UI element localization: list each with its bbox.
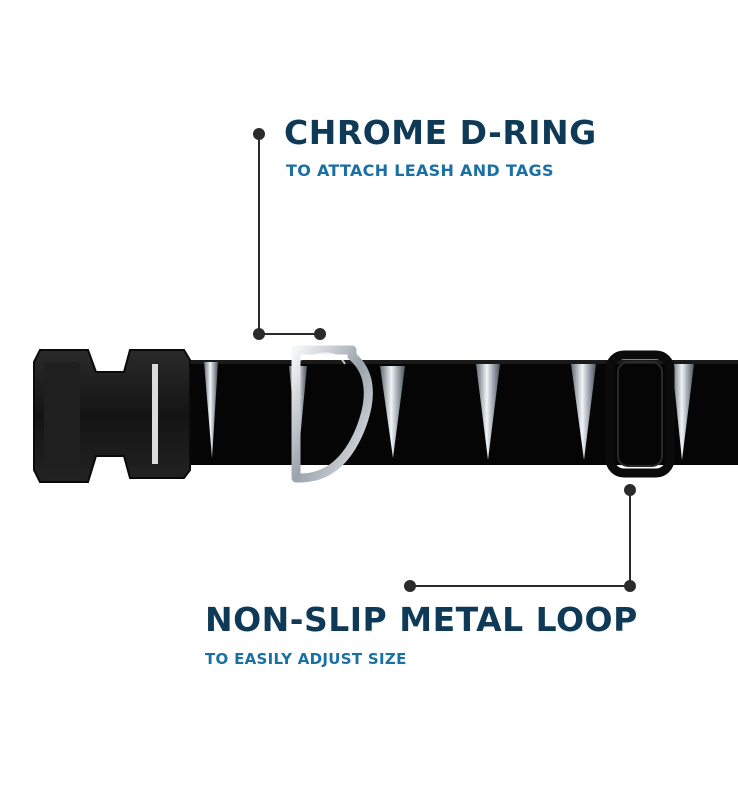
silver-spike-icon <box>204 362 218 458</box>
chrome-d-ring <box>291 345 373 483</box>
collar-strap <box>150 360 738 465</box>
d-ring-callout-subtitle: TO ATTACH LEASH AND TAGS <box>286 161 554 180</box>
side-release-buckle <box>33 349 191 483</box>
silver-spike-icon <box>476 364 500 460</box>
strap-top-edge <box>150 360 738 364</box>
d-ring-leader-line <box>253 128 326 340</box>
silver-spike-icon <box>571 364 596 460</box>
loop-leader-line <box>404 484 636 592</box>
slide-loop <box>605 350 675 478</box>
silver-spike-icon <box>380 366 405 458</box>
d-ring-callout-title: CHROME D-RING <box>284 113 597 152</box>
loop-callout-title: NON-SLIP METAL LOOP <box>205 600 638 639</box>
loop-callout-subtitle: TO EASILY ADJUST SIZE <box>205 650 407 668</box>
silver-spike-icon <box>672 364 694 460</box>
